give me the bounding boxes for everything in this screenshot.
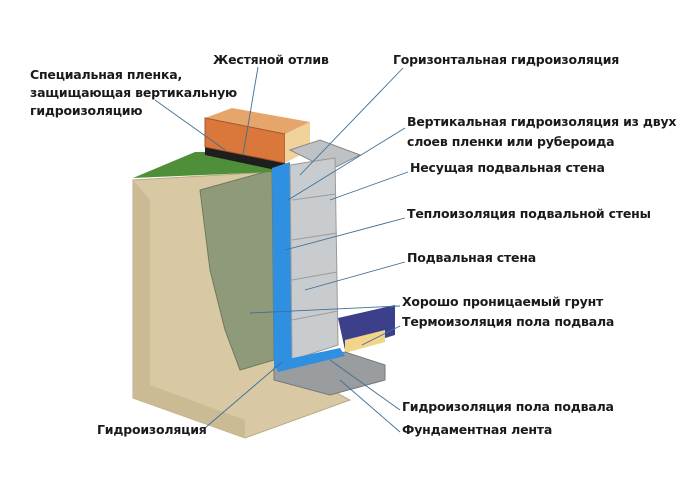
label-tin-drip: Жестяной отлив bbox=[213, 52, 329, 67]
label-floor-insulation: Термоизоляция пола подвала bbox=[402, 314, 615, 329]
label-line: Вертикальная гидроизоляция из двух bbox=[407, 114, 677, 129]
protective-film bbox=[205, 145, 285, 172]
label-floor-waterproofing: Гидроизоляция пола подвала bbox=[402, 399, 614, 414]
vertical-waterproofing bbox=[272, 162, 292, 368]
brick-top bbox=[205, 108, 310, 134]
basement-wall bbox=[289, 157, 339, 361]
label-load-bearing-wall: Несущая подвальная стена bbox=[410, 160, 605, 175]
label-waterproofing: Гидроизоляция bbox=[97, 422, 207, 437]
label-horizontal-waterproofing: Горизонтальная гидроизоляция bbox=[393, 52, 620, 67]
label-line: гидроизоляцию bbox=[30, 103, 143, 118]
soil-side bbox=[133, 180, 245, 438]
label-line: Специальная пленка, bbox=[30, 67, 183, 82]
label-line: слоев пленки или рубероида bbox=[407, 134, 615, 149]
floor-insulation bbox=[345, 330, 385, 353]
label-permeable-soil: Хорошо проницаемый грунт bbox=[402, 294, 604, 309]
label-vertical-waterproofing: Вертикальная гидроизоляция из двух слоев… bbox=[407, 112, 676, 152]
label-wall-insulation: Теплоизоляция подвальной стены bbox=[407, 206, 651, 221]
label-special-film: Специальная пленка, защищающая вертикаль… bbox=[30, 66, 237, 120]
label-foundation-strip: Фундаментная лента bbox=[402, 422, 553, 437]
floor-waterproofing-blue bbox=[274, 348, 345, 372]
label-basement-wall: Подвальная стена bbox=[407, 250, 537, 265]
leader-lines bbox=[154, 66, 409, 433]
label-line: защищающая вертикальную bbox=[30, 85, 237, 100]
